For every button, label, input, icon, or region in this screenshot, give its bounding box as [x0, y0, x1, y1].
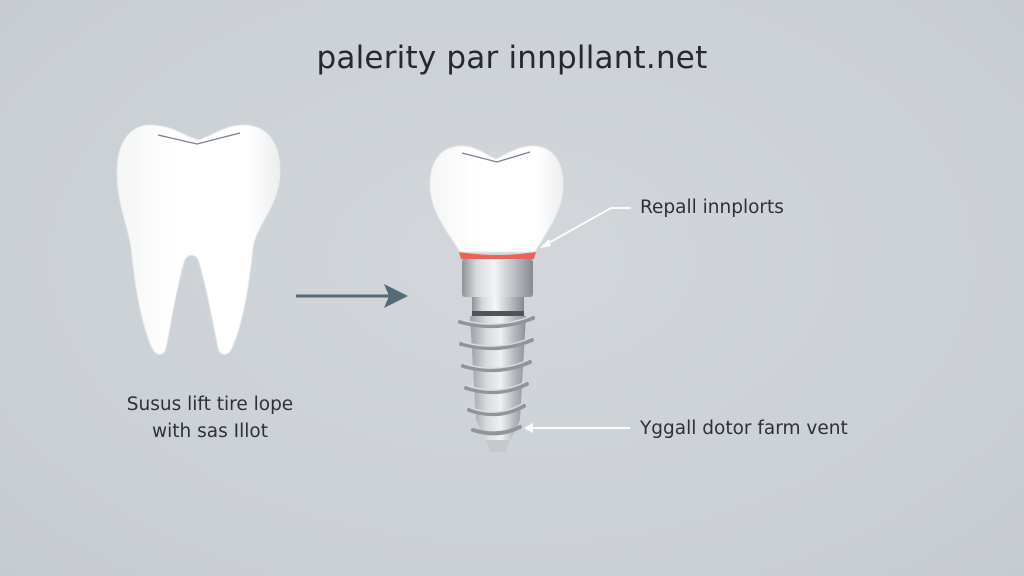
page-title: palerity par innpllant.net	[316, 40, 708, 76]
callout-line-top	[540, 207, 631, 248]
arrow-right-icon	[296, 284, 408, 308]
natural-tooth-icon	[116, 124, 281, 355]
callout-label-crown: Repall innplorts	[640, 197, 784, 218]
tooth-caption-line2: with sas Illot	[152, 421, 268, 442]
tooth-caption: Susus lift tire lope with sas Illot	[90, 391, 330, 445]
dental-implant-icon	[429, 145, 564, 452]
callout-line-bottom	[524, 423, 630, 433]
tooth-caption-line1: Susus lift tire lope	[126, 394, 294, 415]
callout-label-screw: Yggall dotor farm vent	[640, 418, 848, 439]
